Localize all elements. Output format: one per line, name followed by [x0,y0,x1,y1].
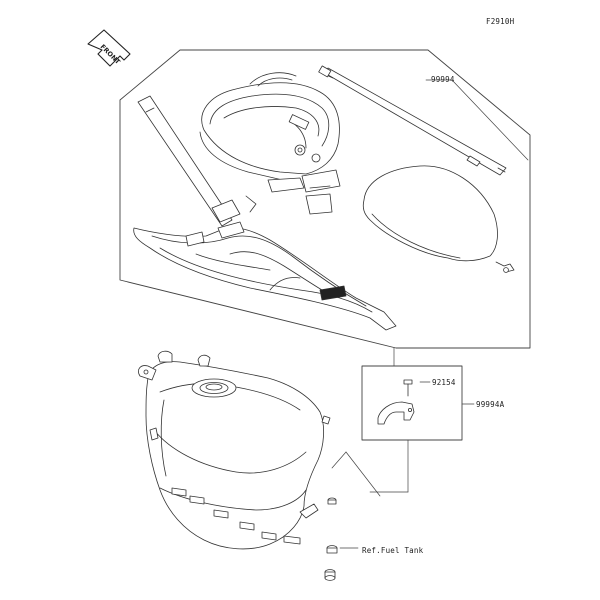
rain-cover [362,165,515,273]
callout-99994a[interactable]: 99994A [476,400,505,409]
diagram-code: F2910H [486,17,515,26]
rubber-grommet-lower-icon [326,545,338,554]
rubber-grommet-upper-icon [327,497,337,505]
fuel-tank [138,350,331,550]
front-arrow-icon: FRONT [87,29,131,67]
leader-99994 [425,79,529,161]
kit-99994-frame [119,49,531,349]
bolt-92154-icon [403,379,431,397]
callout-99994[interactable]: 99994 [431,75,455,84]
bracket-icon [377,401,415,425]
collar-icon [324,569,336,581]
leader-bracket-to-tank [331,439,409,549]
kit-99994a-frame [361,365,463,441]
callout-92154[interactable]: 92154 [432,378,456,387]
tank-bag [199,72,341,215]
callout-ref-fuel-tank[interactable]: Ref.Fuel Tank [362,546,424,555]
bag-harness [133,95,397,331]
tank-strap [318,65,507,176]
